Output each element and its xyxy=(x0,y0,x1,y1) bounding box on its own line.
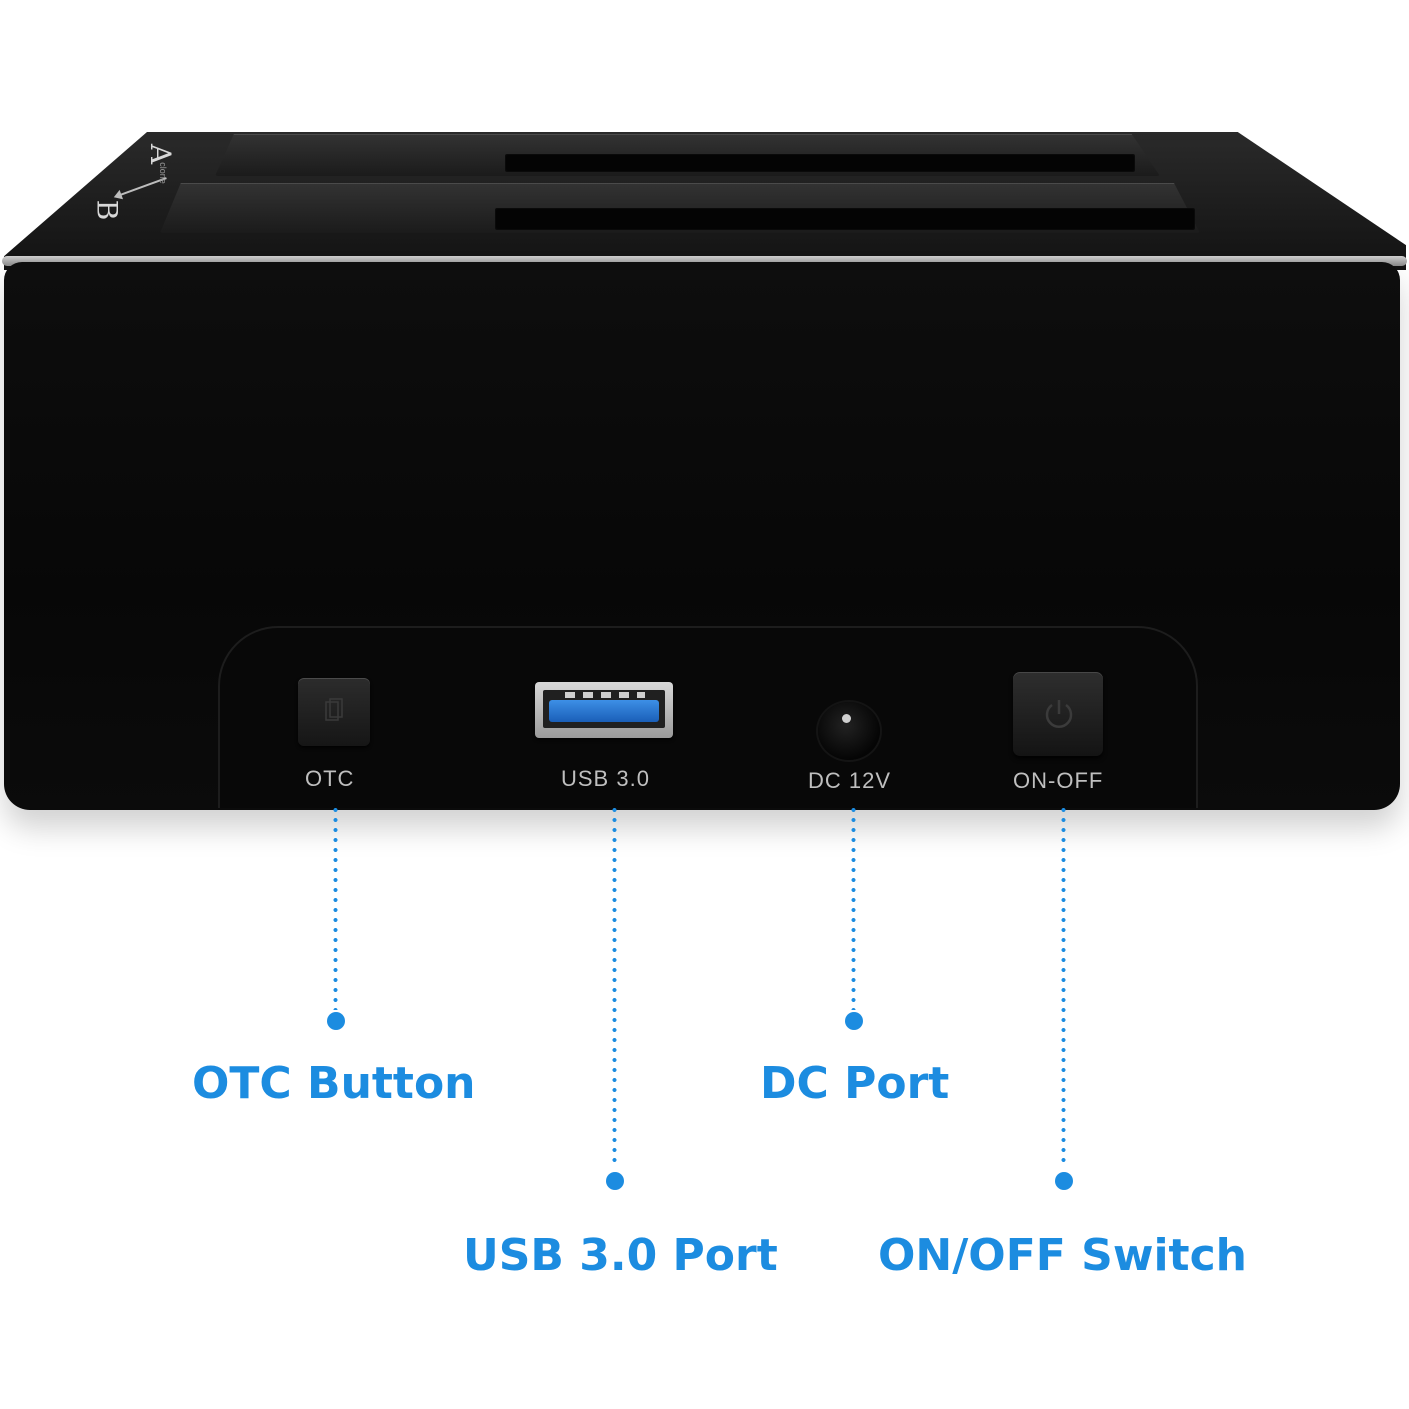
usb-leader-line xyxy=(612,805,617,1167)
dc-jack[interactable] xyxy=(818,702,880,760)
onoff-leader-dot xyxy=(1055,1172,1073,1190)
otc-leader-dot xyxy=(327,1012,345,1030)
onoff-callout: ON/OFF Switch xyxy=(878,1230,1247,1281)
drive-slot-b xyxy=(495,208,1195,230)
usb-port-label: USB 3.0 xyxy=(561,766,650,791)
clone-arrow-label: clone xyxy=(157,162,168,184)
dc-leader-line xyxy=(851,805,856,1010)
bay-label-a: A xyxy=(144,143,178,165)
dc-port-label: DC 12V xyxy=(808,768,892,793)
usb-port-tongue xyxy=(549,700,659,722)
usb-leader-dot xyxy=(606,1172,624,1190)
otc-port-label: OTC xyxy=(305,766,355,791)
otc-button[interactable] xyxy=(298,678,370,746)
dc-callout: DC Port xyxy=(760,1058,950,1109)
otc-leader-line xyxy=(333,805,338,1010)
drive-slot-a xyxy=(505,154,1135,172)
onoff-leader-line xyxy=(1061,805,1066,1167)
bay-label-b: B xyxy=(90,199,124,221)
otc-callout: OTC Button xyxy=(192,1058,476,1109)
usb-3-port[interactable] xyxy=(535,682,673,738)
usb-port-pins xyxy=(565,692,645,698)
device-silver-rim xyxy=(2,256,1407,266)
power-icon xyxy=(1045,700,1073,728)
power-switch[interactable] xyxy=(1013,672,1103,756)
dc-jack-pin xyxy=(842,714,851,723)
usb-callout: USB 3.0 Port xyxy=(463,1230,778,1281)
copy-icon xyxy=(325,698,343,721)
onoff-port-label: ON-OFF xyxy=(1013,768,1104,793)
dc-leader-dot xyxy=(845,1012,863,1030)
